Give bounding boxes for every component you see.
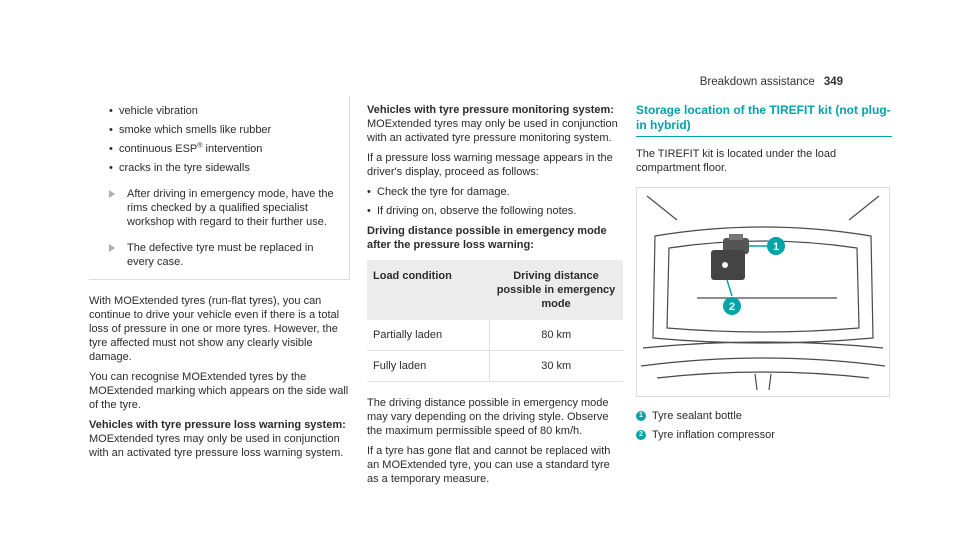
column-header: Load condition bbox=[367, 260, 489, 320]
symptom-list: vehicle vibration smoke which smells lik… bbox=[109, 104, 339, 175]
table-cell: 30 km bbox=[488, 350, 623, 382]
tyre-inflation-compressor bbox=[711, 250, 745, 280]
column-middle: Vehicles with tyre pressure monitoring s… bbox=[367, 103, 623, 492]
paragraph: MOExtended tyres may only be used in con… bbox=[89, 433, 344, 459]
moextended-section: With MOExtended tyres (run-flat tyres), … bbox=[89, 294, 351, 460]
caption-item: 2 Tyre inflation compressor bbox=[636, 428, 892, 442]
paragraph: The driving distance possible in emergen… bbox=[367, 397, 609, 437]
callout-badge-icon: 1 bbox=[636, 411, 646, 421]
step-text: After driving in emergency mode, have th… bbox=[127, 188, 334, 228]
callout-1-label: 1 bbox=[773, 241, 779, 253]
table-header-row: Load condition Driving distance possible… bbox=[367, 260, 623, 320]
caption-text: Tyre sealant bottle bbox=[652, 410, 742, 422]
esp-text: continuous ESP bbox=[119, 143, 198, 155]
table-cell: Fully laden bbox=[367, 350, 489, 382]
list-item: cracks in the tyre sidewalls bbox=[109, 161, 339, 175]
callout-badge-icon: 1 bbox=[767, 237, 785, 255]
section-title: Breakdown assistance bbox=[699, 76, 815, 88]
distance-table: Load condition Driving distance possible… bbox=[367, 260, 623, 382]
step-item: The defective tyre must be replaced in e… bbox=[109, 241, 339, 269]
figure-captions: 1 Tyre sealant bottle 2 Tyre inflation c… bbox=[636, 409, 892, 442]
section-heading: Driving distance possible in emergency m… bbox=[367, 225, 607, 251]
list-item: Check the tyre for damage. bbox=[367, 185, 623, 199]
section-heading: Vehicles with tyre pressure loss warning… bbox=[89, 419, 346, 431]
step-arrow-icon bbox=[109, 190, 115, 198]
callout-badge-icon: 2 bbox=[636, 430, 646, 440]
table-cell: 80 km bbox=[488, 320, 623, 351]
section-heading: Vehicles with tyre pressure monitoring s… bbox=[367, 104, 614, 116]
column-right: Storage location of the TIREFIT kit (not… bbox=[636, 103, 892, 447]
paragraph: MOExtended tyres may only be used in con… bbox=[367, 118, 618, 144]
paragraph: You can recognise MOExtended tyres by th… bbox=[89, 371, 349, 411]
tirefit-illustration: 1 2 bbox=[636, 187, 890, 397]
trunk-drawing: 1 2 bbox=[640, 195, 886, 391]
step-text: The defective tyre must be replaced in e… bbox=[127, 242, 314, 268]
step-arrow-icon bbox=[109, 244, 115, 252]
warning-notes-box: vehicle vibration smoke which smells lik… bbox=[89, 96, 350, 280]
paragraph: With MOExtended tyres (run-flat tyres), … bbox=[89, 295, 340, 363]
caption-item: 1 Tyre sealant bottle bbox=[636, 409, 892, 423]
paragraph: If a pressure loss warning message appea… bbox=[367, 152, 613, 178]
instruction-list: Check the tyre for damage. If driving on… bbox=[367, 185, 623, 218]
page-number: 349 bbox=[823, 76, 843, 88]
list-item: vehicle vibration bbox=[109, 104, 339, 118]
paragraph: If a tyre has gone flat and cannot be re… bbox=[367, 445, 611, 485]
list-item: continuous ESP® intervention bbox=[109, 142, 339, 156]
paragraph: The TIREFIT kit is located under the loa… bbox=[636, 148, 837, 174]
list-item: smoke which smells like rubber bbox=[109, 123, 339, 137]
esp-suffix: intervention bbox=[202, 143, 263, 155]
column-left: vehicle vibration smoke which smells lik… bbox=[89, 96, 351, 466]
column-header: Driving distance possible in emergency m… bbox=[489, 260, 623, 320]
table-row: Fully laden 30 km bbox=[367, 350, 623, 382]
caption-text: Tyre inflation compressor bbox=[652, 429, 775, 441]
running-header: Breakdown assistance 349 bbox=[700, 75, 843, 89]
list-item: If driving on, observe the following not… bbox=[367, 204, 623, 218]
section-heading: Storage location of the TIREFIT kit (not… bbox=[636, 103, 892, 137]
callout-2-label: 2 bbox=[729, 301, 735, 313]
step-item: After driving in emergency mode, have th… bbox=[109, 187, 339, 229]
table-cell: Partially laden bbox=[367, 320, 489, 351]
table-row: Partially laden 80 km bbox=[367, 320, 623, 351]
callout-badge-icon: 2 bbox=[723, 297, 741, 315]
registered-mark: ® bbox=[197, 142, 203, 150]
